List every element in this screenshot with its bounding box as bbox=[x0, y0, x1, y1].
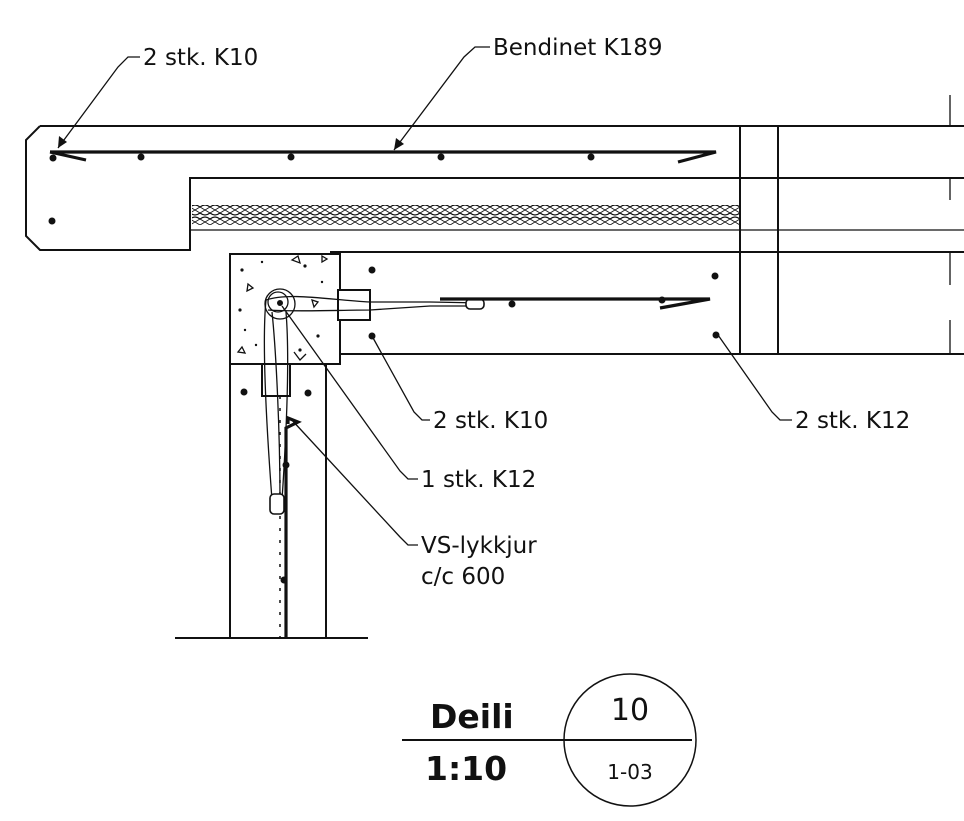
label-top-left-k10: 2 stk. K10 bbox=[143, 45, 258, 71]
label-mid-k10: 2 stk. K10 bbox=[433, 408, 548, 434]
loop-end-bottom bbox=[269, 493, 285, 515]
wall-bar bbox=[284, 415, 302, 638]
detail-number: 10 bbox=[611, 693, 649, 728]
top-slab-outline bbox=[25, 125, 964, 251]
label-right-k12: 2 stk. K12 bbox=[795, 408, 910, 434]
bendinet-mesh-bar bbox=[49, 150, 717, 164]
rebar-dots bbox=[48, 153, 720, 584]
connector-box-top bbox=[337, 289, 371, 321]
vs-loop-wires bbox=[263, 288, 483, 501]
leader-arrow-bendinet bbox=[394, 138, 404, 150]
chevron-mark bbox=[293, 351, 307, 361]
label-bendinet: Bendinet K189 bbox=[493, 35, 663, 61]
sheet-number: 1-03 bbox=[607, 760, 652, 784]
concrete-aggregate bbox=[236, 254, 329, 354]
title-scale: 1:10 bbox=[425, 749, 507, 788]
concrete-speckles bbox=[238, 260, 324, 352]
wall-outline bbox=[175, 364, 368, 639]
title-deili: Deili bbox=[430, 697, 514, 736]
leader-arrow-k10 bbox=[58, 136, 67, 148]
beam-bar bbox=[440, 297, 711, 310]
label-one-k12: 1 stk. K12 bbox=[421, 467, 536, 493]
label-cc-600: c/c 600 bbox=[421, 564, 505, 590]
detail-title-block: Deili 1:10 10 1-03 bbox=[402, 673, 697, 807]
leader-lines bbox=[57, 46, 792, 546]
insulation-layer bbox=[192, 205, 740, 225]
label-vs-lykkjur: VS-lykkjur bbox=[421, 533, 537, 559]
